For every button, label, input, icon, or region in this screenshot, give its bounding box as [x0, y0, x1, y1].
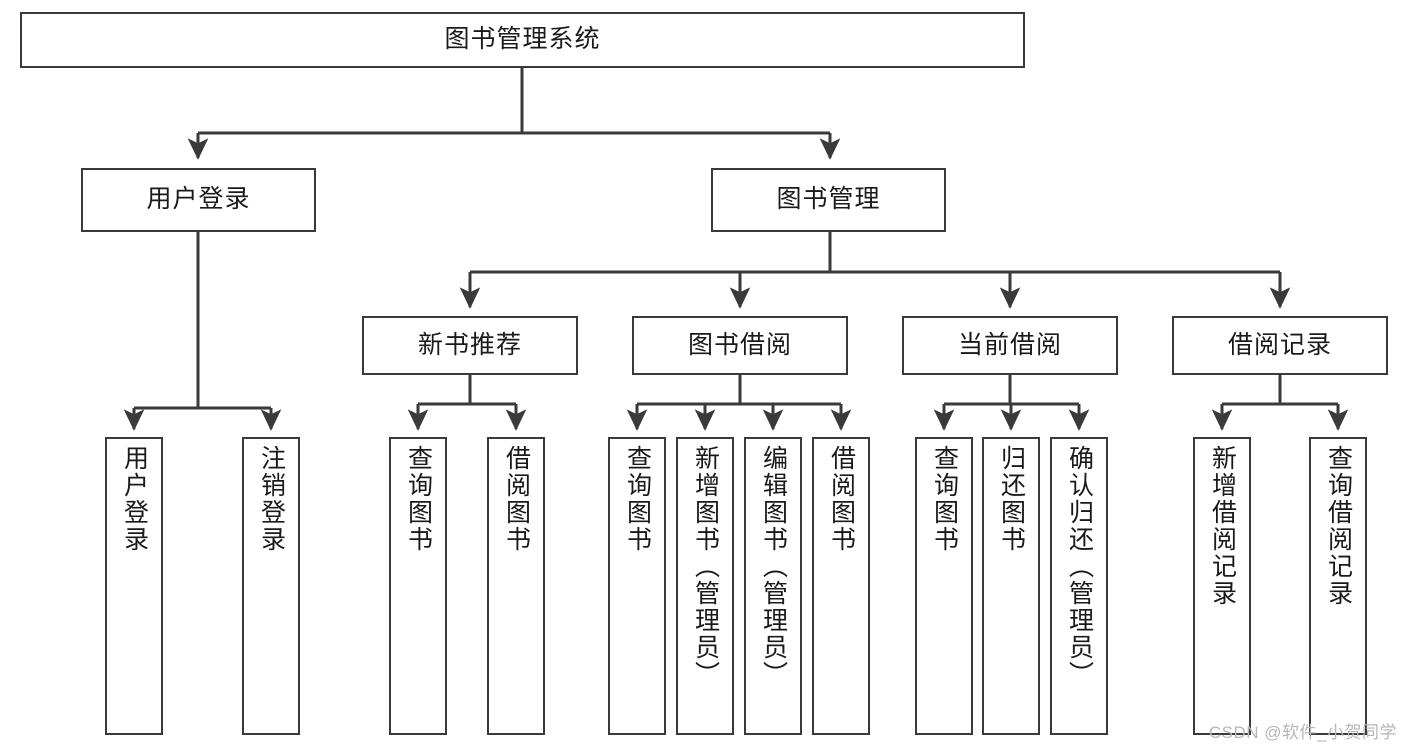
node-label: 归还图书 — [997, 445, 1026, 553]
leaf-book-borrow-add-book-admin[interactable]: 新增图书（管理员） — [676, 437, 734, 735]
node-label: 借阅图书 — [827, 445, 856, 553]
node-user-login[interactable]: 用户登录 — [81, 168, 316, 232]
node-label: 注销登录 — [257, 445, 286, 553]
leaf-user-login-logout[interactable]: 注销登录 — [242, 437, 300, 735]
leaf-new-book-borrow-book[interactable]: 借阅图书 — [487, 437, 545, 735]
node-label: 编辑图书（管理员） — [759, 445, 788, 688]
node-label: 查询借阅记录 — [1324, 445, 1353, 607]
node-label: 确认归还（管理员） — [1065, 445, 1094, 688]
node-label: 用户登录 — [146, 185, 251, 214]
node-label: 借阅记录 — [1227, 330, 1332, 359]
node-root-system[interactable]: 图书管理系统 — [20, 12, 1025, 68]
node-label: 图书管理 — [776, 185, 881, 214]
leaf-borrow-record-query-record[interactable]: 查询借阅记录 — [1309, 437, 1367, 735]
leaf-current-borrow-return-book[interactable]: 归还图书 — [982, 437, 1040, 735]
leaf-new-book-query-book[interactable]: 查询图书 — [389, 437, 447, 735]
node-label: 新书推荐 — [417, 330, 522, 359]
node-label: 查询图书 — [404, 445, 433, 553]
node-book-borrow[interactable]: 图书借阅 — [632, 316, 848, 375]
leaf-current-borrow-confirm-return-admin[interactable]: 确认归还（管理员） — [1050, 437, 1108, 735]
node-label: 用户登录 — [120, 445, 149, 553]
csdn-watermark: CSDN @软件_小贺同学 — [1208, 723, 1397, 742]
node-label: 当前借阅 — [957, 330, 1062, 359]
node-label: 查询图书 — [623, 445, 652, 553]
node-borrow-record[interactable]: 借阅记录 — [1172, 316, 1388, 375]
node-label: 新增图书（管理员） — [691, 445, 720, 688]
node-label: 查询图书 — [930, 445, 959, 553]
node-new-book-recommend[interactable]: 新书推荐 — [362, 316, 578, 375]
leaf-borrow-record-add-record[interactable]: 新增借阅记录 — [1193, 437, 1251, 735]
node-current-borrow[interactable]: 当前借阅 — [902, 316, 1118, 375]
leaf-book-borrow-edit-book-admin[interactable]: 编辑图书（管理员） — [744, 437, 802, 735]
leaf-book-borrow-query-book[interactable]: 查询图书 — [608, 437, 666, 735]
node-label: 借阅图书 — [502, 445, 531, 553]
node-label: 新增借阅记录 — [1208, 445, 1237, 607]
leaf-book-borrow-borrow-book[interactable]: 借阅图书 — [812, 437, 870, 735]
node-book-management[interactable]: 图书管理 — [711, 168, 946, 232]
node-label: 图书借阅 — [687, 330, 792, 359]
leaf-user-login-login[interactable]: 用户登录 — [105, 437, 163, 735]
leaf-current-borrow-query-book[interactable]: 查询图书 — [915, 437, 973, 735]
node-label: 图书管理系统 — [444, 25, 601, 54]
